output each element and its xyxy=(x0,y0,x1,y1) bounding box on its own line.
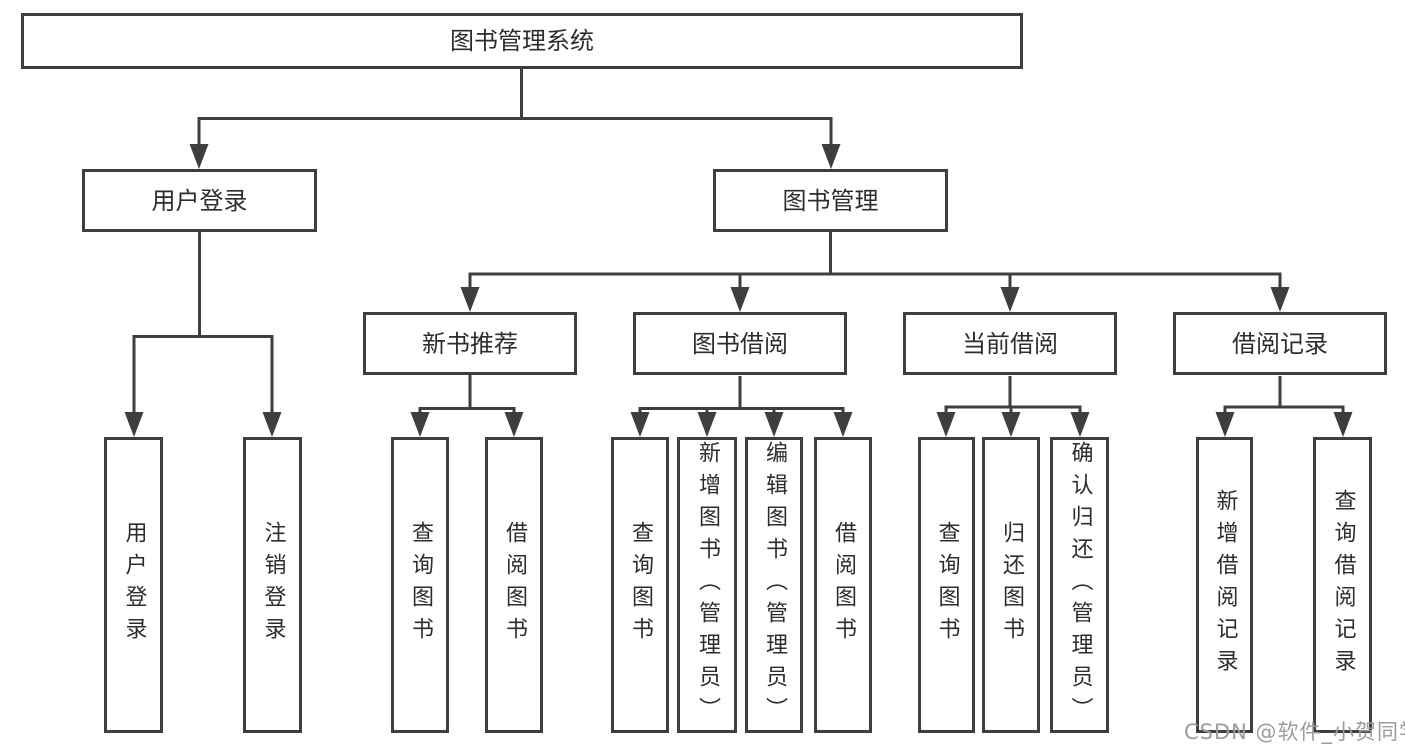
node-current-borrow: 当前借阅 xyxy=(903,312,1117,375)
arrow-icon xyxy=(1070,412,1090,437)
arrow-icon xyxy=(936,412,956,437)
arrow-icon xyxy=(460,287,480,312)
current-borrow-branch-line xyxy=(944,376,1082,414)
node-label: 归还图书 xyxy=(999,521,1024,649)
arrow-icon xyxy=(1270,287,1290,312)
leaf-add-books-admin: 新增图书（管理员） xyxy=(677,437,737,733)
node-root: 图书管理系统 xyxy=(21,13,1023,69)
book-borrow-branch-line xyxy=(638,376,845,414)
node-label: 查询借阅记录 xyxy=(1330,489,1356,681)
arrow-icon xyxy=(697,412,717,437)
leaf-query-books-current: 查询图书 xyxy=(918,437,975,733)
borrow-records-branch-line xyxy=(1223,376,1345,414)
arrow-icon xyxy=(821,144,841,169)
arrow-icon xyxy=(1000,287,1020,312)
node-label: 图书借阅 xyxy=(692,329,788,358)
node-label: 编辑图书（管理员） xyxy=(762,441,787,729)
arrow-icon xyxy=(504,412,524,437)
arrow-icon xyxy=(730,287,750,312)
node-label: 查询图书 xyxy=(408,521,433,649)
node-label: 借阅图书 xyxy=(502,521,527,649)
node-new-book-recommend: 新书推荐 xyxy=(363,312,577,375)
level1-branch-line xyxy=(197,117,833,146)
leaf-query-borrow-record: 查询借阅记录 xyxy=(1313,437,1372,733)
node-label: 借阅记录 xyxy=(1232,329,1328,358)
leaf-query-books-recommend: 查询图书 xyxy=(391,437,449,733)
arrow-icon xyxy=(189,144,209,169)
node-book-management: 图书管理 xyxy=(713,169,948,232)
node-label: 注销登录 xyxy=(260,521,286,649)
leaf-user-login: 用户登录 xyxy=(104,437,163,733)
arrow-icon xyxy=(833,412,853,437)
node-label: 查询图书 xyxy=(934,521,960,649)
leaf-edit-books-admin: 编辑图书（管理员） xyxy=(745,437,803,733)
arrow-icon xyxy=(262,412,282,437)
new-book-branch-line xyxy=(418,375,516,414)
leaf-borrow-books-recommend: 借阅图书 xyxy=(485,437,543,733)
leaf-return-books: 归还图书 xyxy=(982,437,1040,733)
book-management-branch-line xyxy=(468,232,1282,290)
arrow-icon xyxy=(630,412,650,437)
node-label: 新增借阅记录 xyxy=(1212,489,1238,681)
node-label: 新增图书（管理员） xyxy=(695,441,720,729)
node-label: 用户登录 xyxy=(151,186,248,215)
arrow-icon xyxy=(410,412,430,437)
node-label: 新书推荐 xyxy=(422,329,518,358)
arrow-icon xyxy=(1001,412,1021,437)
arrow-icon xyxy=(764,412,784,437)
node-label: 图书管理系统 xyxy=(450,27,594,55)
node-user-login: 用户登录 xyxy=(82,169,317,232)
node-borrow-records: 借阅记录 xyxy=(1173,312,1387,375)
csdn-watermark: CSDN @软件_小贺同学 xyxy=(1184,720,1405,744)
node-label: 确认归还（管理员） xyxy=(1067,441,1093,729)
leaf-add-borrow-record: 新增借阅记录 xyxy=(1196,437,1253,733)
node-label: 用户登录 xyxy=(121,521,147,649)
leaf-confirm-return-admin: 确认归还（管理员） xyxy=(1050,437,1109,733)
arrow-icon xyxy=(1333,412,1353,437)
node-book-borrow: 图书借阅 xyxy=(633,312,847,375)
leaf-query-books-borrow: 查询图书 xyxy=(611,437,669,733)
arrow-icon xyxy=(124,412,144,437)
leaf-borrow-books: 借阅图书 xyxy=(814,437,872,733)
leaf-logout: 注销登录 xyxy=(243,437,302,733)
node-label: 当前借阅 xyxy=(962,329,1058,358)
node-label: 借阅图书 xyxy=(831,521,856,649)
user-login-branch-line xyxy=(132,232,274,414)
node-label: 图书管理 xyxy=(782,186,879,215)
node-label: 查询图书 xyxy=(628,521,653,649)
arrow-icon xyxy=(1215,412,1235,437)
